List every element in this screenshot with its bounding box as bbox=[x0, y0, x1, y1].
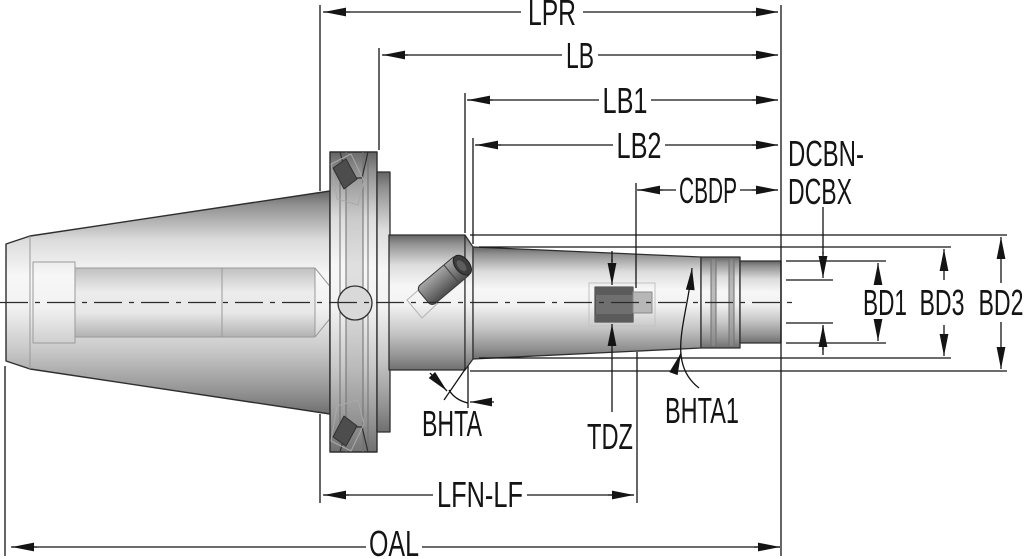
label-cbdp: CBDP bbox=[679, 170, 737, 211]
label-bd1: BD1 bbox=[863, 282, 907, 323]
label-bhta1: BHTA1 bbox=[665, 390, 739, 431]
label-bd2: BD2 bbox=[979, 282, 1024, 323]
drive-key-pocket-bottom bbox=[332, 415, 358, 447]
dim-bhta bbox=[428, 366, 494, 408]
set-screw bbox=[417, 254, 472, 305]
label-tdz: TDZ bbox=[587, 416, 633, 457]
label-lb: LB bbox=[566, 35, 594, 76]
dimensions bbox=[4, 5, 1007, 556]
tool-body bbox=[0, 151, 795, 453]
label-lpr: LPR bbox=[528, 0, 576, 33]
label-lfn-lf: LFN-LF bbox=[437, 474, 523, 515]
drive-key-pocket-top bbox=[332, 158, 358, 190]
label-lb2: LB2 bbox=[617, 125, 662, 166]
label-lb1: LB1 bbox=[603, 80, 648, 121]
label-oal: OAL bbox=[369, 523, 419, 559]
label-bd3: BD3 bbox=[920, 282, 965, 323]
labels: LPR LB LB1 LB2 CBDP DCBN- DCBX BD1 BD3 B… bbox=[369, 0, 1024, 559]
label-dcbx: DCBX bbox=[788, 171, 852, 212]
label-bhta: BHTA bbox=[422, 403, 482, 444]
dim-bhta1 bbox=[669, 267, 700, 389]
label-dcbn: DCBN- bbox=[788, 133, 864, 174]
